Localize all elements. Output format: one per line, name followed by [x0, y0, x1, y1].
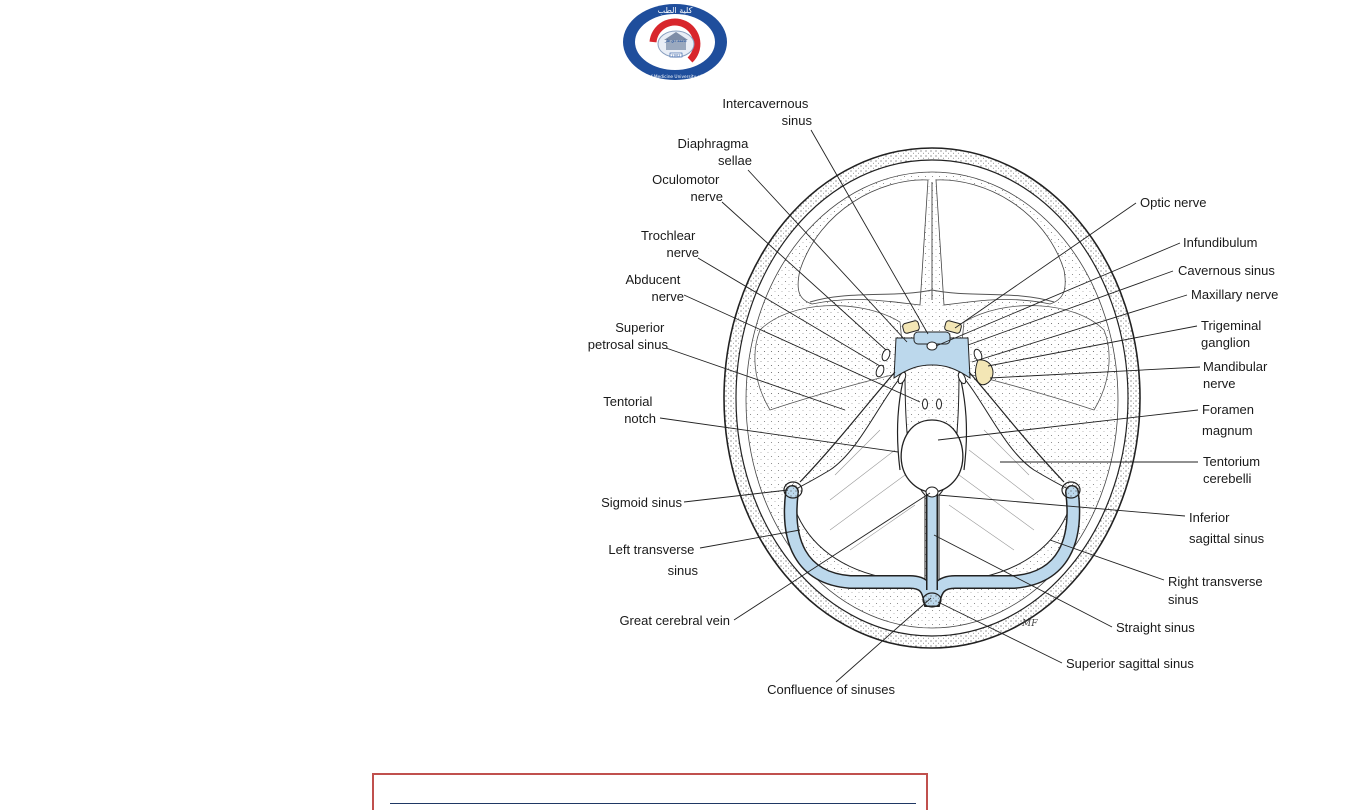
label-oculomotor-nerve: Oculomotor nerve	[652, 172, 723, 204]
label-abducent-nerve: Abducent nerve	[625, 272, 684, 304]
label-intercavernous-sinus: Intercavernous sinus	[722, 96, 812, 128]
label-confluence-of-sinuses: Confluence of sinuses	[767, 682, 895, 697]
label-great-cerebral-vein: Great cerebral vein	[619, 613, 730, 628]
foramen-magnum	[900, 419, 964, 493]
logo-arabic-arc-text: كلية الطب	[658, 6, 693, 15]
college-logo-seal: كلية الطب College of Medicine University…	[623, 4, 727, 80]
label-diaphragma-sellae: Diaphragma sellae	[678, 136, 752, 168]
tentorium-hatching	[829, 429, 1035, 551]
logo-inner-text: جامعة ذي قار	[664, 38, 688, 43]
label-mandibular-nerve: Mandibular nerve	[1203, 359, 1271, 391]
superior-petrosal-sinus	[799, 371, 896, 483]
illustrator-signature: MF	[1021, 619, 1038, 629]
sphenoid-ridge	[809, 289, 1055, 303]
label-sigmoid-sinus: Sigmoid sinus	[601, 495, 682, 510]
logo-year: 2002	[671, 54, 680, 58]
label-trochlear-nerve: Trochlear nerve	[641, 228, 699, 260]
label-straight-sinus: Straight sinus	[1116, 620, 1195, 635]
label-infundibulum: Infundibulum	[1183, 235, 1257, 250]
middle-fossa-right	[958, 305, 1110, 411]
label-maxillary-nerve: Maxillary nerve	[1191, 287, 1278, 302]
label-right-transverse-sinus: Right transverse sinus	[1168, 574, 1266, 607]
anterior-fossa-left	[797, 179, 929, 306]
infundibulum-stalk	[926, 341, 938, 351]
label-trigeminal-ganglion: Trigeminal ganglion	[1201, 318, 1265, 350]
sigmoid-sinus-left	[783, 481, 803, 499]
label-foramen-magnum: Foramen magnum	[1202, 402, 1258, 438]
label-left-transverse-sinus: Left transverse sinus	[608, 542, 698, 578]
optic-nerve-right	[944, 320, 962, 334]
middle-fossa-left	[754, 305, 906, 411]
label-cavernous-sinus: Cavernous sinus	[1178, 263, 1275, 278]
sigmoid-sinus-right	[1061, 481, 1081, 499]
label-superior-petrosal-sinus: Superior petrosal sinus	[588, 320, 669, 352]
superior-sagittal-sinus	[922, 592, 942, 608]
footer-rule	[390, 803, 916, 804]
leader-lines	[659, 129, 1201, 683]
optic-nerve-left	[902, 320, 920, 334]
logo-english-arc-text: College of Medicine University of Thi-Qa…	[631, 74, 719, 80]
college-logo: كلية الطب College of Medicine University…	[620, 2, 730, 82]
label-superior-sagittal-sinus: Superior sagittal sinus	[1066, 656, 1194, 671]
label-optic-nerve: Optic nerve	[1140, 195, 1206, 210]
label-tentorial-notch: Tentorial notch	[603, 394, 656, 426]
great-cerebral-vein	[925, 486, 939, 498]
footer-frame	[372, 773, 928, 810]
label-inferior-sagittal-sinus: Inferior sagittal sinus	[1189, 510, 1265, 546]
label-tentorium-cerebelli: Tentorium cerebelli	[1203, 454, 1264, 486]
